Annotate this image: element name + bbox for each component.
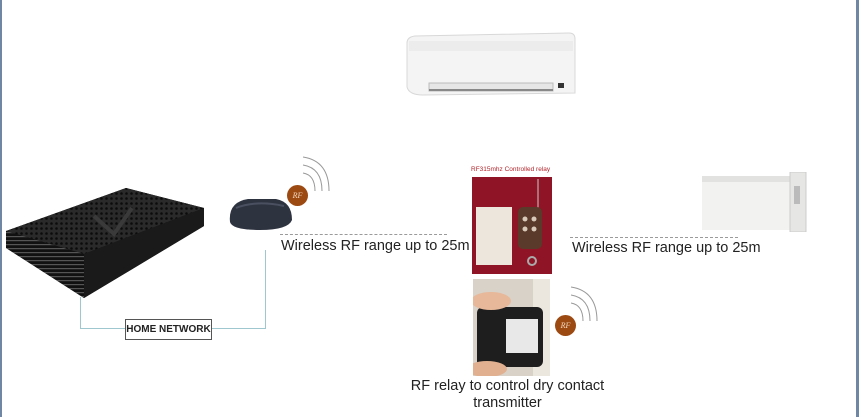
rf-badge: RF xyxy=(555,315,576,336)
network-wire xyxy=(80,297,81,329)
wireless-waves-icon xyxy=(302,156,330,192)
home-network-label: HOME NETWORK xyxy=(126,324,211,335)
network-wire xyxy=(265,250,266,329)
home-controller-hub-image xyxy=(6,188,204,298)
wireless-waves-icon xyxy=(570,286,598,322)
rf-badge-label: RF xyxy=(560,321,571,330)
wireless-range-label-left: Wireless RF range up to 25m xyxy=(281,238,470,254)
relay-caption: RF315mhz Controlled relay xyxy=(471,166,551,173)
wireless-range-label-right: Wireless RF range up to 25m xyxy=(572,240,761,256)
roller-blind-image xyxy=(702,172,807,232)
rf-relay-photo xyxy=(472,177,552,274)
rf-badge-label: RF xyxy=(292,191,303,200)
rf-gateway-image xyxy=(229,199,292,230)
rf-badge: RF xyxy=(287,185,308,206)
relay-description: RF relay to control dry contact transmit… xyxy=(410,378,605,411)
air-conditioner-image xyxy=(406,32,576,96)
network-wire xyxy=(80,328,125,329)
wireless-range-line-left xyxy=(280,234,447,235)
home-network-box: HOME NETWORK xyxy=(125,319,212,340)
network-wire xyxy=(212,328,266,329)
dry-contact-transmitter-photo xyxy=(473,279,550,376)
wireless-range-line-right xyxy=(570,237,738,238)
